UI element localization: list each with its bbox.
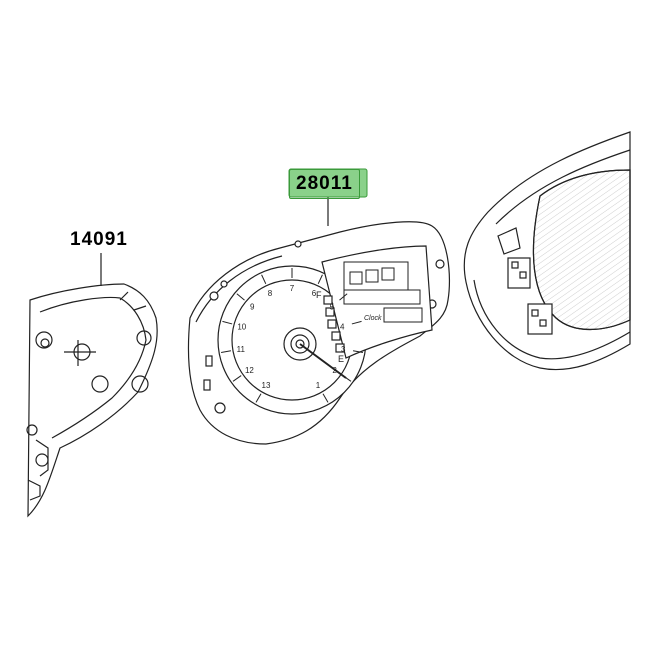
tach-scale-ticks [221,268,363,403]
tach-tick [342,375,352,382]
tach-tick [221,350,232,353]
tach-tick [317,274,323,285]
rear-cover-part [26,283,158,518]
tach-tick [322,393,329,403]
tach-tick [261,274,267,285]
fuel-full-mark: F [316,290,322,300]
tach-tick [255,393,262,403]
tach-number: 12 [245,366,254,375]
tach-number: 10 [237,323,246,332]
tach-tick [339,293,348,301]
meter-assembly-part [187,221,451,445]
tach-number: 5 [330,303,335,312]
tach-number: 8 [268,289,273,298]
front-cover-part [463,131,631,371]
tach-tick [232,375,242,382]
tach-tick [222,320,233,325]
fuel-empty-mark: E [338,354,344,364]
tach-number: 11 [237,345,246,354]
part-number-28011-label[interactable]: 28011 [289,169,360,199]
tach-number: 13 [262,381,271,390]
part-number-14091-label[interactable]: 14091 [70,229,128,250]
tach-number: 9 [250,303,255,312]
lcd-clock-label: Clock [364,315,382,322]
tach-needle [299,343,347,379]
tach-tick [352,350,363,353]
tach-number: 7 [290,284,295,293]
tach-tick [236,293,245,301]
tach-tick [351,320,362,325]
tach-number: 3 [341,345,346,354]
tach-number: 1 [316,381,321,390]
tach-number: 4 [340,323,345,332]
tach-number: 2 [332,366,337,375]
tach-number: 6 [312,289,317,298]
